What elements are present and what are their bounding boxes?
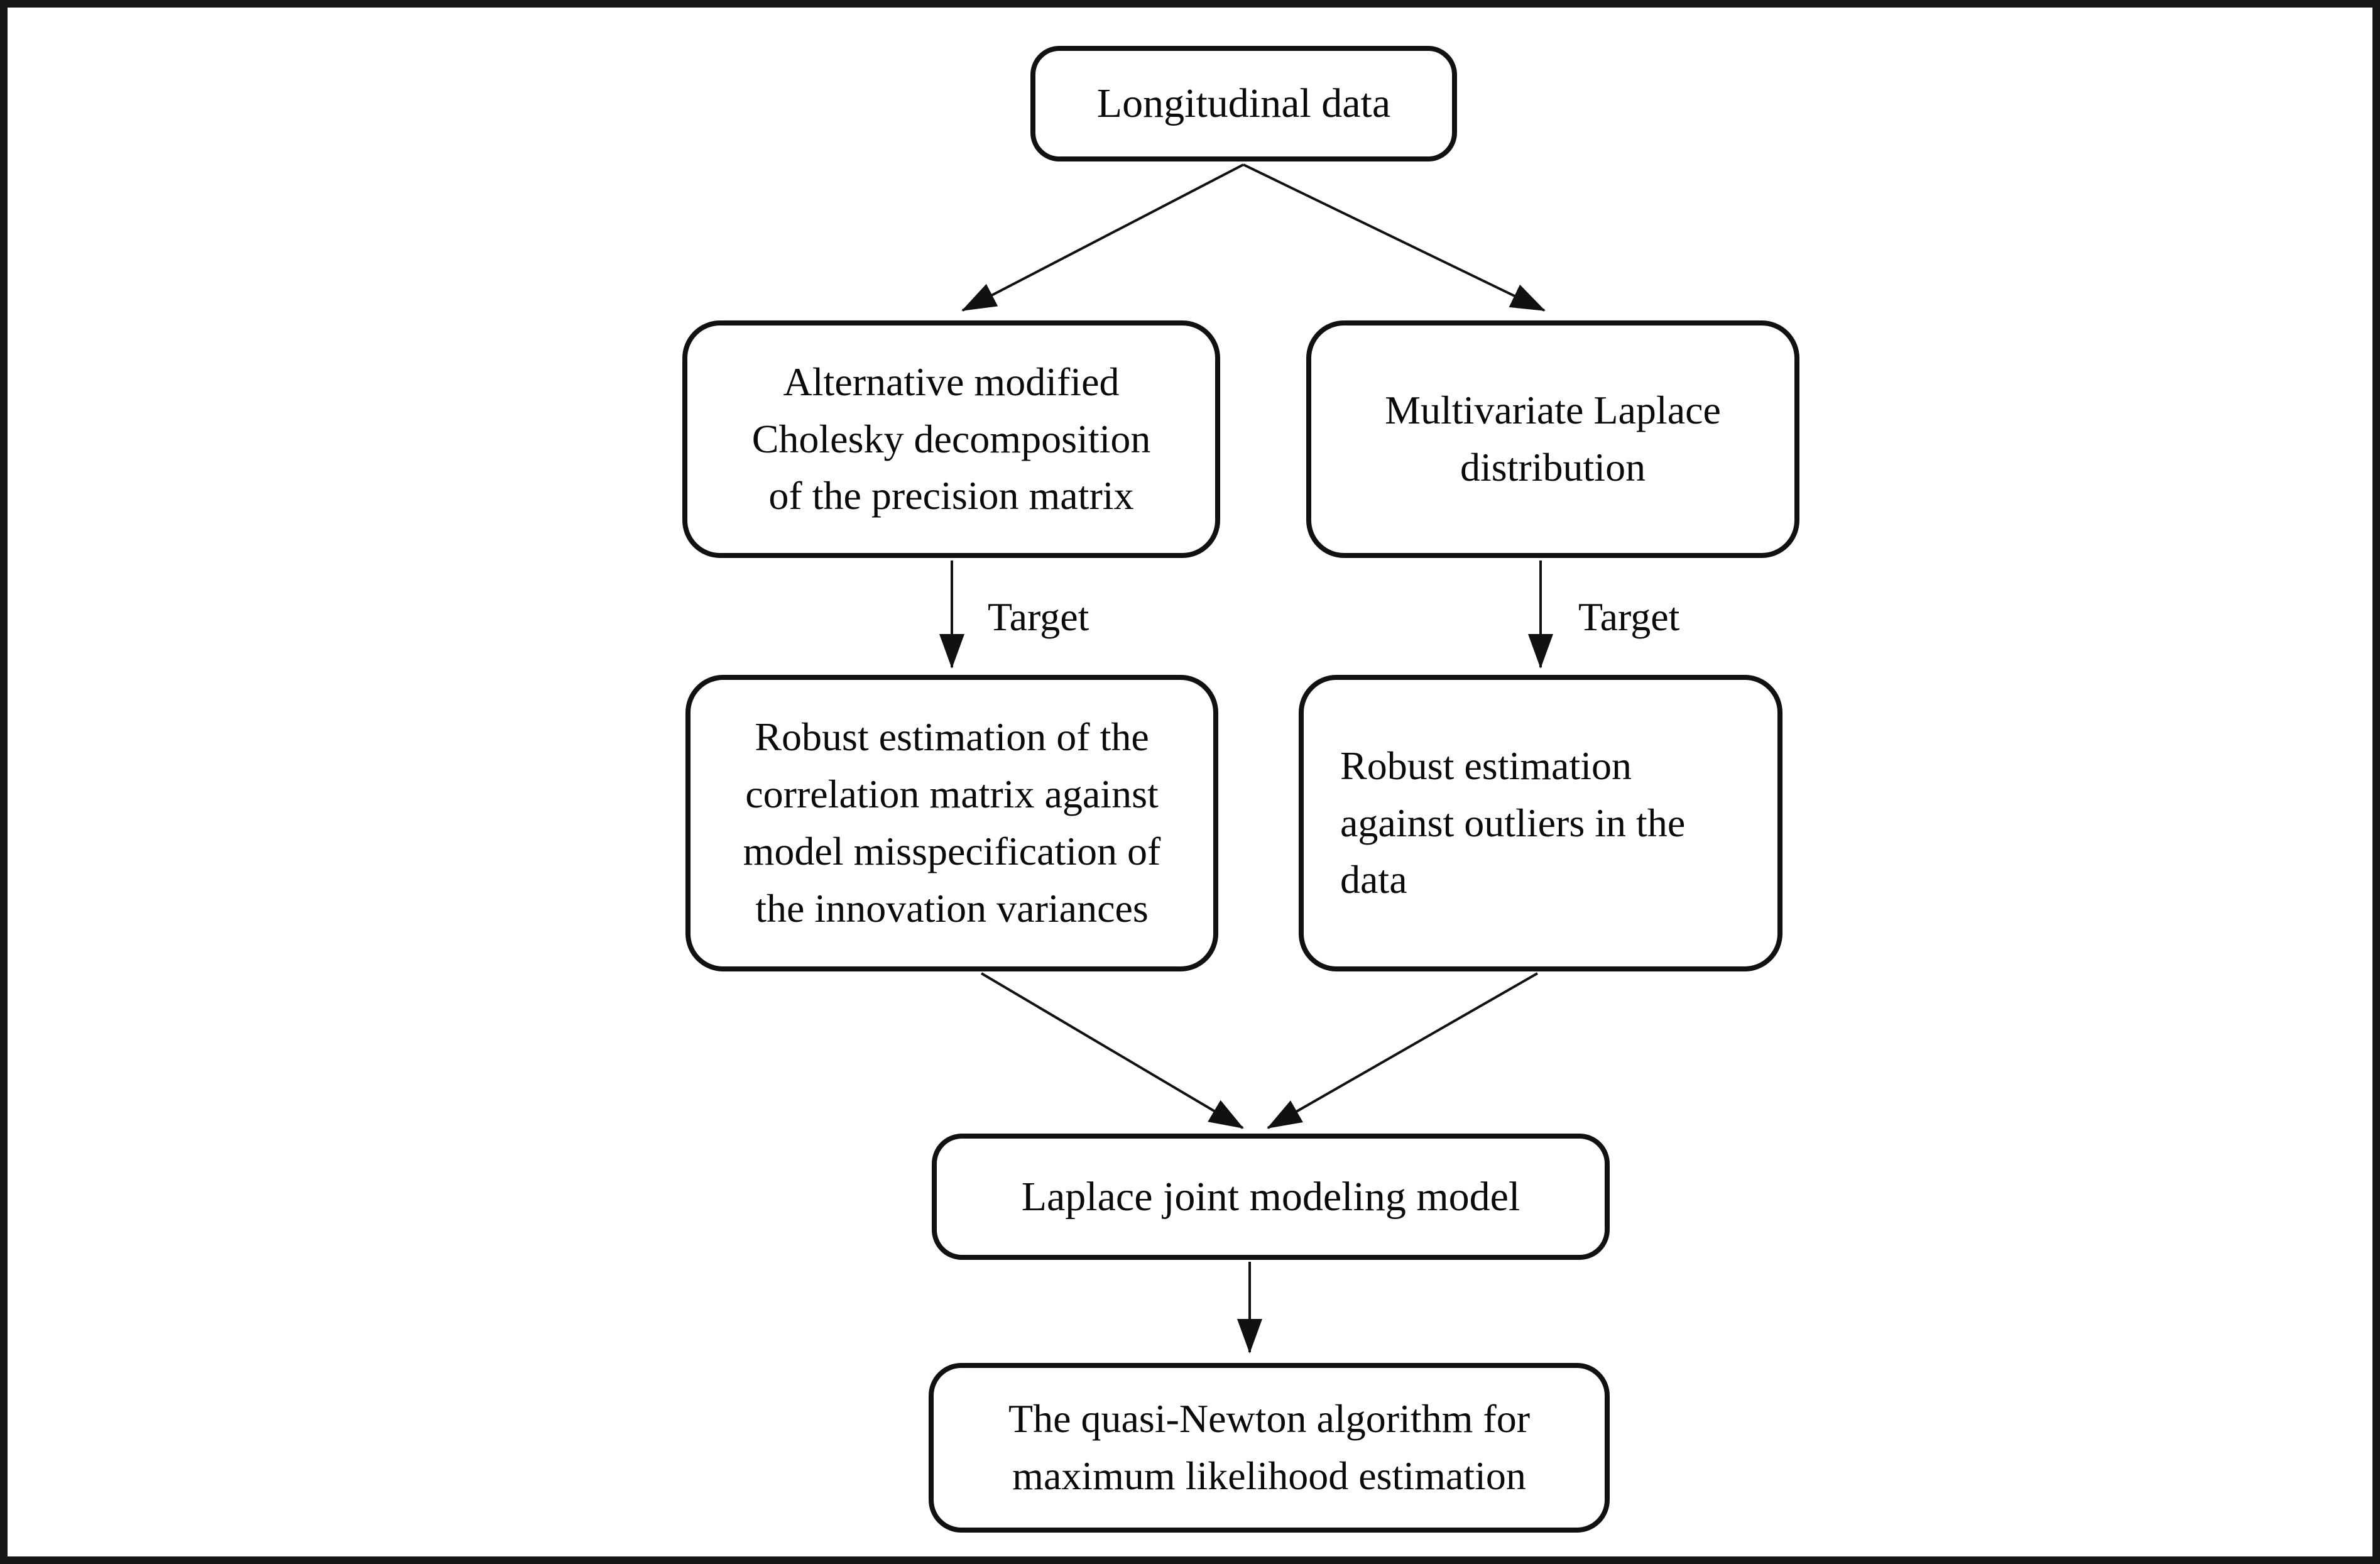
- node-label-line: of the precision matrix: [768, 473, 1134, 518]
- node-label-line: correlation matrix against: [745, 772, 1159, 817]
- node-robust-correlation-estimation: Robust estimation of the correlation mat…: [685, 675, 1218, 971]
- node-label-line: model misspecification of: [743, 829, 1161, 873]
- node-robust-outliers-estimation: Robust estimation against outliers in th…: [1299, 675, 1782, 971]
- node-quasi-newton-algorithm: The quasi-Newton algorithm for maximum l…: [929, 1363, 1610, 1533]
- node-label-line: data: [1340, 857, 1407, 902]
- node-label-line: against outliers in the: [1340, 800, 1686, 845]
- node-label-line: The quasi-Newton algorithm for: [1008, 1396, 1530, 1441]
- node-label: Laplace joint modeling model: [1021, 1173, 1520, 1220]
- node-cholesky-decomposition: Alternative modified Cholesky decomposit…: [682, 320, 1220, 558]
- edge-robust-correlation-to-joint-model: [980, 972, 1244, 1129]
- node-multivariate-laplace: Multivariate Laplace distribution: [1306, 320, 1799, 558]
- node-label: Alternative modified Cholesky decomposit…: [752, 354, 1151, 525]
- edge-robust-outliers-to-joint-model: [1267, 972, 1538, 1129]
- node-label-line: Multivariate Laplace: [1385, 388, 1721, 433]
- node-label: The quasi-Newton algorithm for maximum l…: [1008, 1391, 1530, 1505]
- node-label-line: Robust estimation of the: [755, 714, 1149, 760]
- edge-data-to-laplace-distribution: [1243, 163, 1546, 312]
- edge-label-target-right: Target: [1578, 594, 1680, 639]
- edge-label-target-left: Target: [988, 594, 1089, 639]
- node-label-line: Alternative modified: [783, 359, 1120, 404]
- node-label-line: distribution: [1460, 445, 1646, 489]
- node-laplace-joint-model: Laplace joint modeling model: [932, 1134, 1610, 1260]
- node-label-line: Cholesky decomposition: [751, 416, 1151, 461]
- node-label-line: maximum likelihood estimation: [1012, 1453, 1526, 1498]
- node-label-line: Robust estimation: [1340, 743, 1632, 788]
- node-label: Robust estimation against outliers in th…: [1340, 738, 1685, 909]
- node-longitudinal-data: Longitudinal data: [1030, 46, 1457, 161]
- edge-data-to-cholesky: [961, 163, 1244, 312]
- node-label-line: the innovation variances: [755, 885, 1149, 931]
- node-label: Robust estimation of the correlation mat…: [743, 709, 1161, 938]
- node-label: Multivariate Laplace distribution: [1385, 382, 1721, 496]
- node-label: Longitudinal data: [1096, 80, 1391, 127]
